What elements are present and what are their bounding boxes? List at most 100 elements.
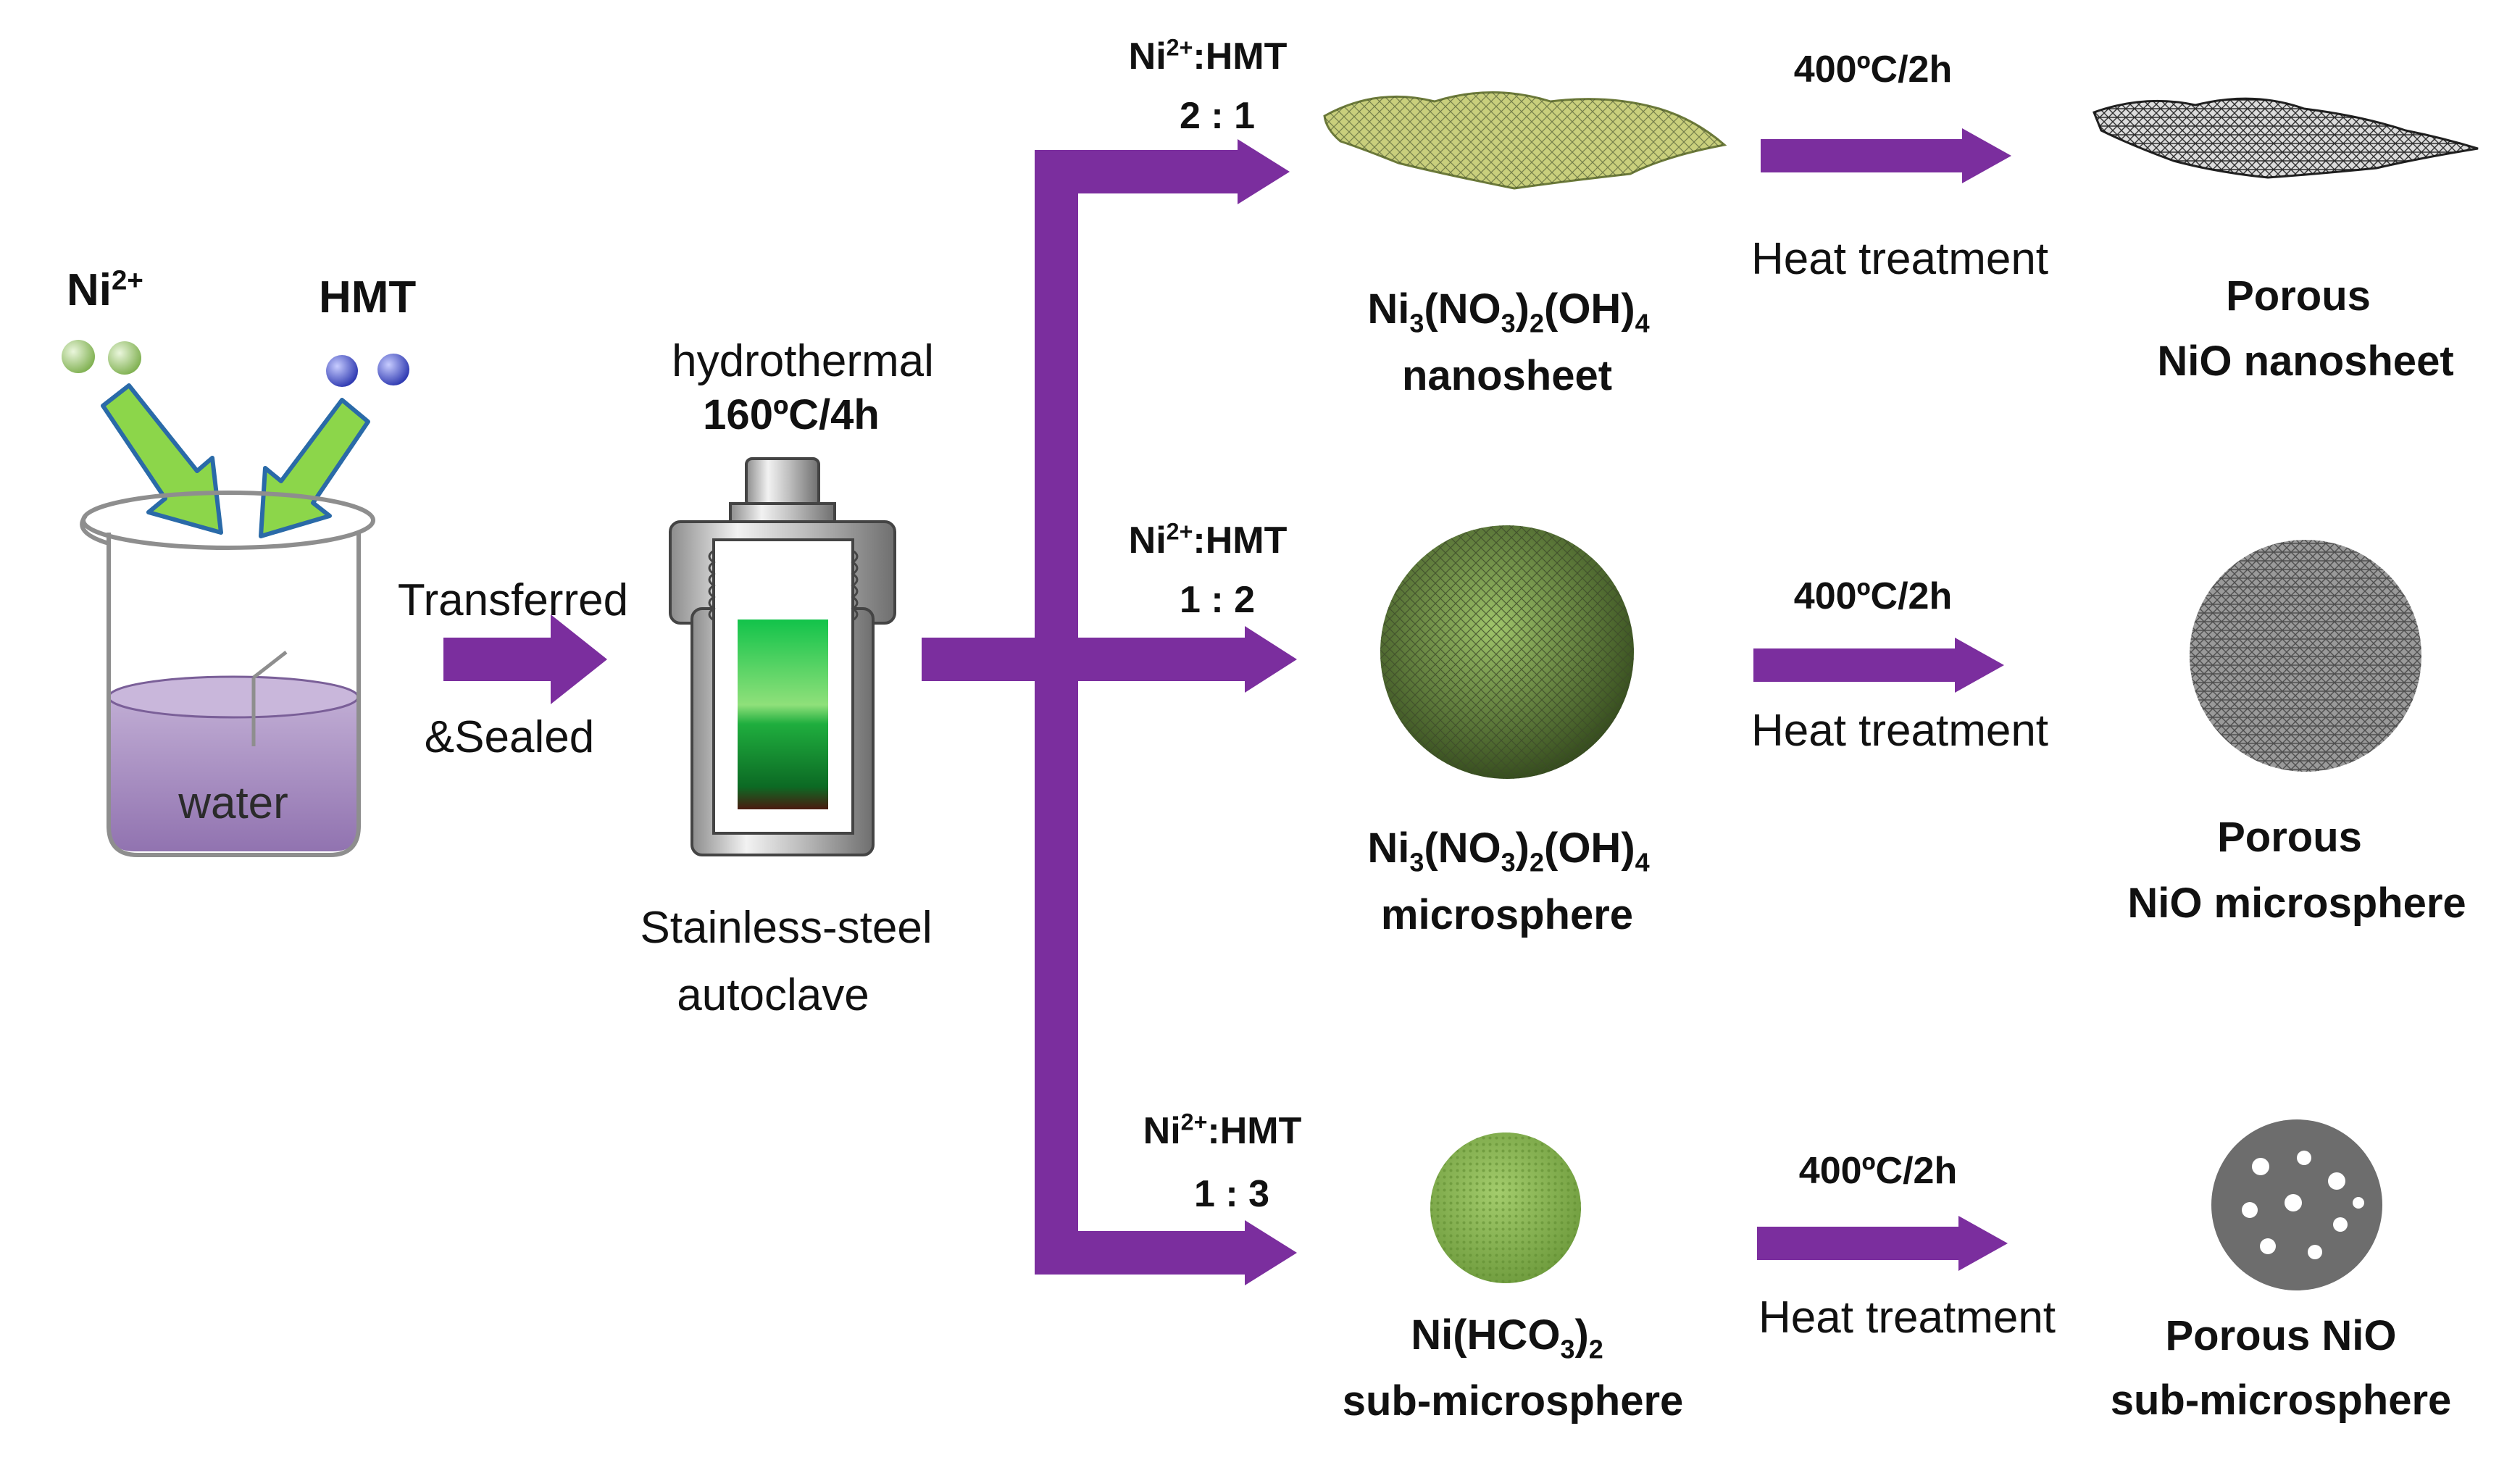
formula-text: Ni — [1367, 825, 1410, 872]
formula-subscript: 4 — [1635, 847, 1650, 877]
ratio-label-ni: Ni — [1143, 1110, 1181, 1152]
heat-arrows — [1753, 128, 2011, 1271]
nio-pores — [2242, 1151, 2364, 1259]
autoclave-caption-line1: Stainless-steel — [640, 903, 933, 953]
branch-middle-precursor-formula: Ni3(NO3)2(OH)4 — [1367, 825, 1649, 876]
beaker-water-label: water — [178, 778, 288, 828]
formula-text: (OH) — [1544, 285, 1635, 333]
formula-text: Ni(HCO — [1411, 1311, 1561, 1359]
ratio-label-sup: 2+ — [1166, 34, 1193, 61]
nio-sub-microsphere-product — [2211, 1119, 2382, 1290]
branch-bottom-ratio: 1 : 3 — [1193, 1173, 1270, 1215]
branch-bottom-product-line2: sub-microsphere — [2110, 1377, 2452, 1424]
branch-middle-ratio: 1 : 2 — [1179, 579, 1256, 621]
branch-middle-treatment-label: Heat treatment — [1751, 706, 2049, 756]
ni-ion-label: Ni2+ — [67, 267, 143, 313]
hmt-particle — [326, 355, 358, 387]
autoclave-thread-right — [851, 549, 859, 622]
formula-text: (NO — [1424, 825, 1501, 872]
formula-subscript: 3 — [1501, 847, 1516, 877]
hydrothermal-condition: 160ºC/4h — [703, 391, 880, 438]
branch-bottom-ratio-label: Ni2+:HMT — [1143, 1109, 1302, 1152]
autoclave-caption-line2: autoclave — [677, 970, 869, 1020]
formula-subscript: 2 — [1530, 308, 1545, 338]
branch-top-product-line1: Porous — [2226, 272, 2371, 320]
formula-text: ) — [1515, 825, 1530, 872]
input-arrows — [101, 383, 370, 538]
ratio-label-rest: :HMT — [1193, 520, 1288, 562]
hydrothermal-label: hydrothermal — [672, 336, 934, 386]
branch-arrow-bottom[interactable] — [1035, 1220, 1297, 1285]
stir-rod — [251, 651, 288, 746]
branch-bottom-precursor-morphology: sub-microsphere — [1342, 1377, 1684, 1424]
formula-subscript: 3 — [1560, 1334, 1575, 1364]
hmt-label: HMT — [319, 272, 417, 322]
beaker-rim — [81, 491, 375, 550]
beaker — [80, 491, 375, 857]
sub-microsphere-precursor-texture — [1430, 1132, 1581, 1283]
branch-bottom-product-line1: Porous NiO — [2165, 1312, 2397, 1359]
nanosheet-precursor — [1323, 91, 1727, 190]
microsphere-precursor-texture — [1380, 525, 1634, 779]
beaker-spout — [80, 514, 109, 546]
autoclave-liquid — [738, 620, 828, 809]
branch-bottom-treatment-condition: 400ºC/2h — [1798, 1150, 1958, 1192]
formula-text: Ni — [1367, 285, 1410, 333]
formula-text: ) — [1574, 1311, 1589, 1359]
solution-surface — [107, 675, 359, 719]
microsphere-precursor — [1380, 525, 1634, 779]
branch-top-treatment-condition: 400ºC/2h — [1793, 49, 1953, 91]
branch-top-precursor-formula: Ni3(NO3)2(OH)4 — [1367, 285, 1649, 337]
nanosheet-precursor-mesh — [1324, 92, 1724, 188]
branch-top-ratio-label: Ni2+:HMT — [1128, 34, 1288, 78]
nio-microsphere-texture — [2190, 540, 2421, 772]
formula-subscript: 3 — [1409, 308, 1424, 338]
nio-microsphere-product — [2190, 540, 2421, 772]
formula-subscript: 4 — [1635, 308, 1650, 338]
heat-arrow-bottom[interactable] — [1757, 1216, 2008, 1271]
beaker-solution — [109, 688, 359, 851]
ratio-label-ni: Ni — [1128, 36, 1167, 78]
autoclave-thread-left — [708, 549, 716, 622]
autoclave — [669, 457, 896, 856]
formula-text: (OH) — [1544, 825, 1635, 872]
formula-text: ) — [1515, 285, 1530, 333]
ratio-label-rest: :HMT — [1193, 36, 1288, 78]
branch-arrows — [922, 139, 1297, 1285]
formula-subscript: 2 — [1530, 847, 1545, 877]
branch-middle-product-line2: NiO microsphere — [2127, 880, 2466, 927]
ni-ion-particle — [62, 340, 95, 373]
formula-subscript: 2 — [1588, 1334, 1603, 1364]
ni-ion-particle — [108, 341, 141, 375]
transfer-label-line2: &Sealed — [424, 712, 595, 762]
nio-nanosheet-mesh — [2094, 99, 2478, 178]
heat-arrow-middle[interactable] — [1753, 638, 2004, 693]
branch-top-treatment-label: Heat treatment — [1751, 234, 2049, 284]
hmt-particle — [377, 354, 409, 385]
branch-top-ratio: 2 : 1 — [1179, 95, 1256, 137]
branch-bottom-precursor-formula: Ni(HCO3)2 — [1411, 1311, 1603, 1363]
branch-arrow-middle[interactable] — [1078, 626, 1297, 693]
ni-ion-particles — [62, 340, 141, 375]
ni-input-arrow — [101, 383, 223, 535]
ratio-label-sup: 2+ — [1180, 1109, 1208, 1135]
branch-trunk[interactable] — [1035, 150, 1078, 1267]
feed-arrow-stem[interactable] — [922, 638, 1038, 681]
autoclave-cap — [745, 457, 820, 508]
formula-text: (NO — [1424, 285, 1501, 333]
branch-top-product-line2: NiO nanosheet — [2157, 338, 2454, 385]
branch-bottom-treatment-label: Heat treatment — [1758, 1293, 2056, 1343]
ratio-label-rest: :HMT — [1207, 1110, 1302, 1152]
formula-subscript: 3 — [1501, 308, 1516, 338]
transfer-arrow[interactable] — [443, 614, 607, 704]
nio-nanosheet-product — [2093, 97, 2479, 179]
heat-arrow-top[interactable] — [1761, 128, 2011, 183]
branch-top-precursor-morphology: nanosheet — [1401, 352, 1613, 399]
branch-middle-precursor-morphology: microsphere — [1380, 891, 1634, 938]
branch-arrow-top[interactable] — [1035, 139, 1290, 204]
transfer-label-line1: Transferred — [397, 575, 629, 625]
ratio-label-ni: Ni — [1128, 520, 1167, 562]
branch-middle-product-line1: Porous — [2217, 814, 2362, 861]
ratio-label-sup: 2+ — [1166, 518, 1193, 545]
